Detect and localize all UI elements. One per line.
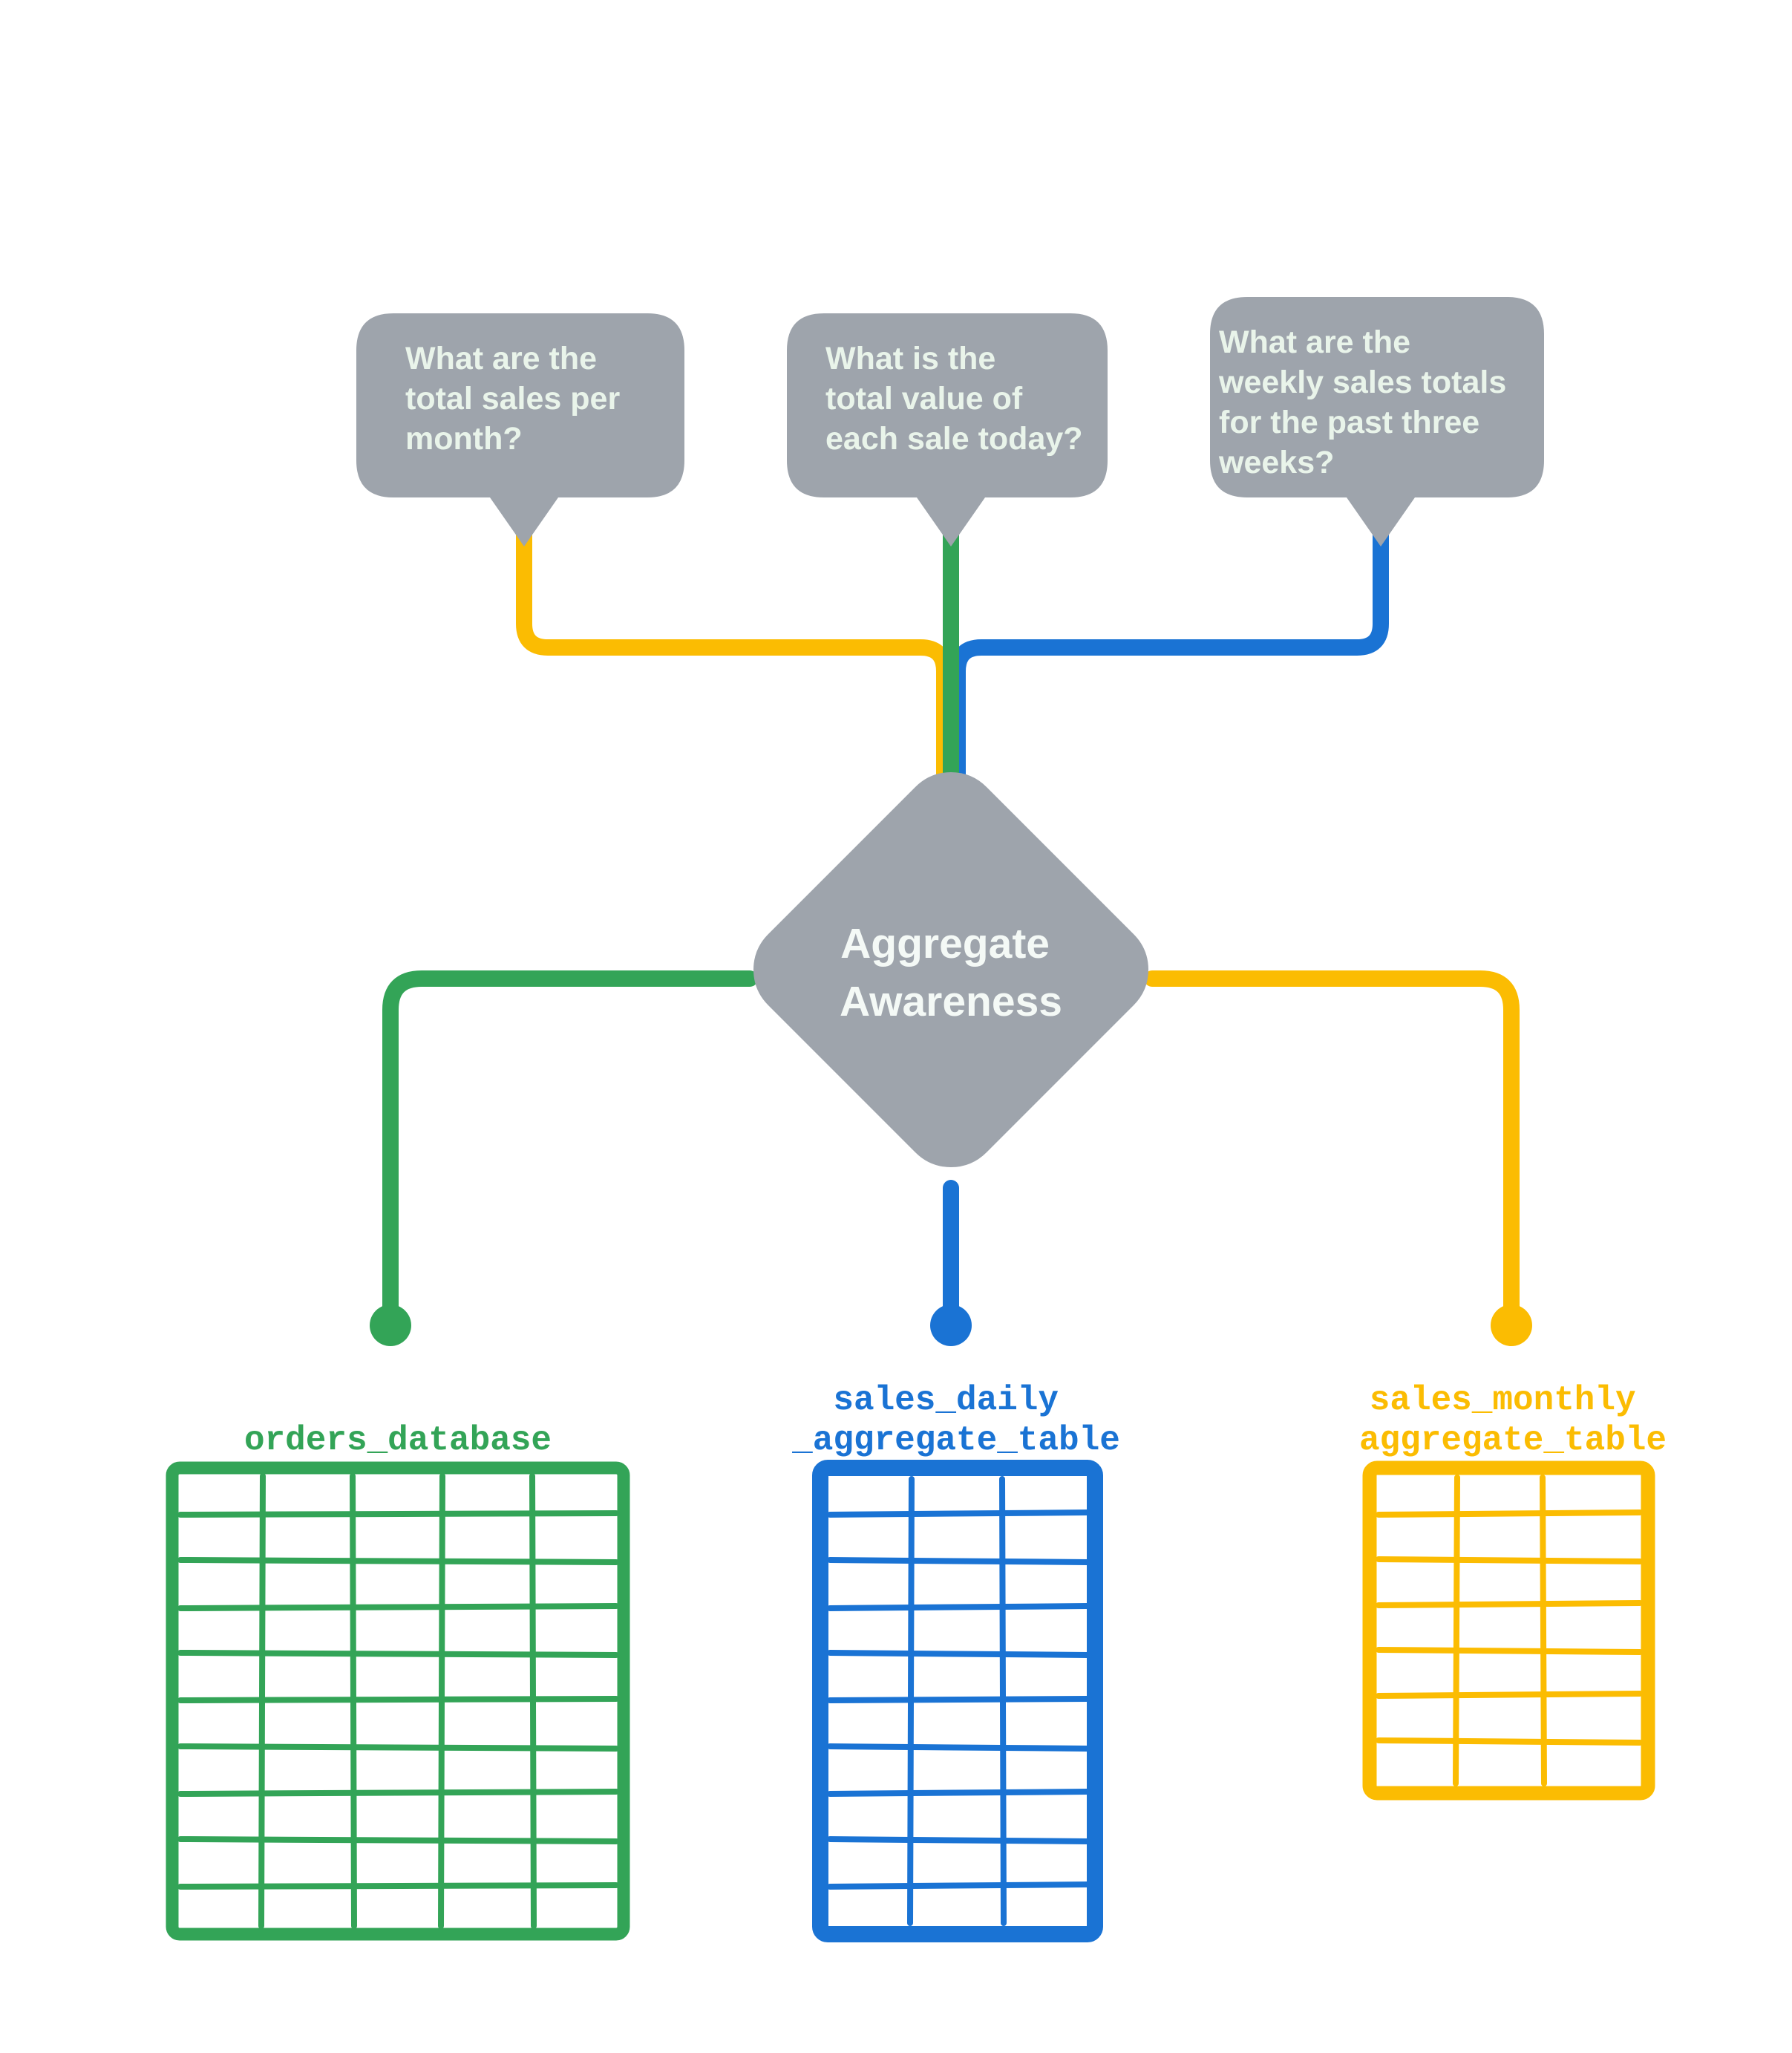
table-col-line [1453,1475,1460,1786]
hub-label: Aggregate Awareness [840,920,1062,1025]
table-row-line [827,1696,1090,1703]
table-col-line [350,1473,357,1929]
table-col-line [907,1476,915,1926]
bubble-shape-monthly [356,313,684,546]
hub-node-aggregate-awareness[interactable]: Aggregate Awareness [753,772,1148,1167]
table-grid-orders-database[interactable] [166,1461,630,1941]
question-bubble-daily[interactable]: What is the total value of each sale tod… [787,313,1108,546]
table-row-line [1376,1737,1643,1746]
table-row-line [1376,1600,1643,1608]
connector-weekly-blue [949,504,1389,792]
table-row-line [827,1743,1090,1752]
connectors-hub-to-tables [382,970,1520,1330]
table-row-line [827,1650,1090,1658]
connector-orders-green [382,970,758,1330]
table-col-line [258,1473,266,1929]
table-row-line [177,1882,619,1890]
connector-endpoint-dots [370,1305,1532,1346]
table-outer-border-orders [166,1461,630,1941]
table-row-line [827,1881,1090,1890]
connectors-questions-to-hub [516,504,1389,792]
table-col-line [438,1473,445,1929]
question-bubble-monthly[interactable]: What are the total sales per month? [356,313,684,546]
table-grid-sales-daily[interactable] [812,1460,1103,1942]
connector-monthly-yellow [516,504,952,792]
bubble-text-daily: What is the total value of each sale tod… [825,341,1083,457]
table-row-line [177,1603,619,1611]
table-row-line [827,1836,1090,1844]
hub-diamond-shape [753,772,1148,1167]
table-col-line [999,1476,1007,1926]
table-row-line [827,1603,1090,1611]
table-grid-sales-monthly[interactable] [1362,1460,1655,1801]
table-row-line [827,1557,1090,1565]
table-label-orders-database: orders_database [244,1421,552,1460]
table-col-line [1540,1475,1547,1786]
table-outer-border-monthly [1362,1460,1655,1801]
table-col-line [529,1473,537,1929]
connector-monthly-table-yellow [1144,970,1520,1330]
bubble-text-monthly: What are the total sales per month? [405,341,629,457]
table-row-line [827,1509,1090,1518]
table-row-line [827,1789,1090,1797]
table-row-line [177,1650,619,1658]
bubble-shape-daily [787,313,1108,546]
table-row-line [177,1789,619,1797]
table-label-sales-monthly: sales_monthly aggregate_table [1359,1381,1667,1460]
endpoint-dot-orders [370,1305,411,1346]
table-row-line [1376,1647,1643,1655]
table-label-sales-daily: sales_daily _aggregate_table [791,1381,1120,1460]
table-row-line [177,1510,619,1518]
table-row-line [1376,1509,1643,1518]
bubble-shape-weekly [1210,297,1544,546]
endpoint-dot-monthly [1491,1305,1532,1346]
table-outer-border-daily [812,1460,1103,1942]
table-row-line [1376,1691,1643,1699]
endpoint-dot-daily [930,1305,972,1346]
table-row-line [1376,1556,1643,1564]
table-row-line [177,1557,619,1565]
question-bubble-weekly[interactable]: What are the weekly sales totals for the… [1210,297,1544,546]
table-row-line [177,1836,619,1844]
table-row-line [177,1743,619,1752]
bubble-text-weekly: What are the weekly sales totals for the… [1218,324,1515,480]
table-row-line [177,1696,619,1703]
